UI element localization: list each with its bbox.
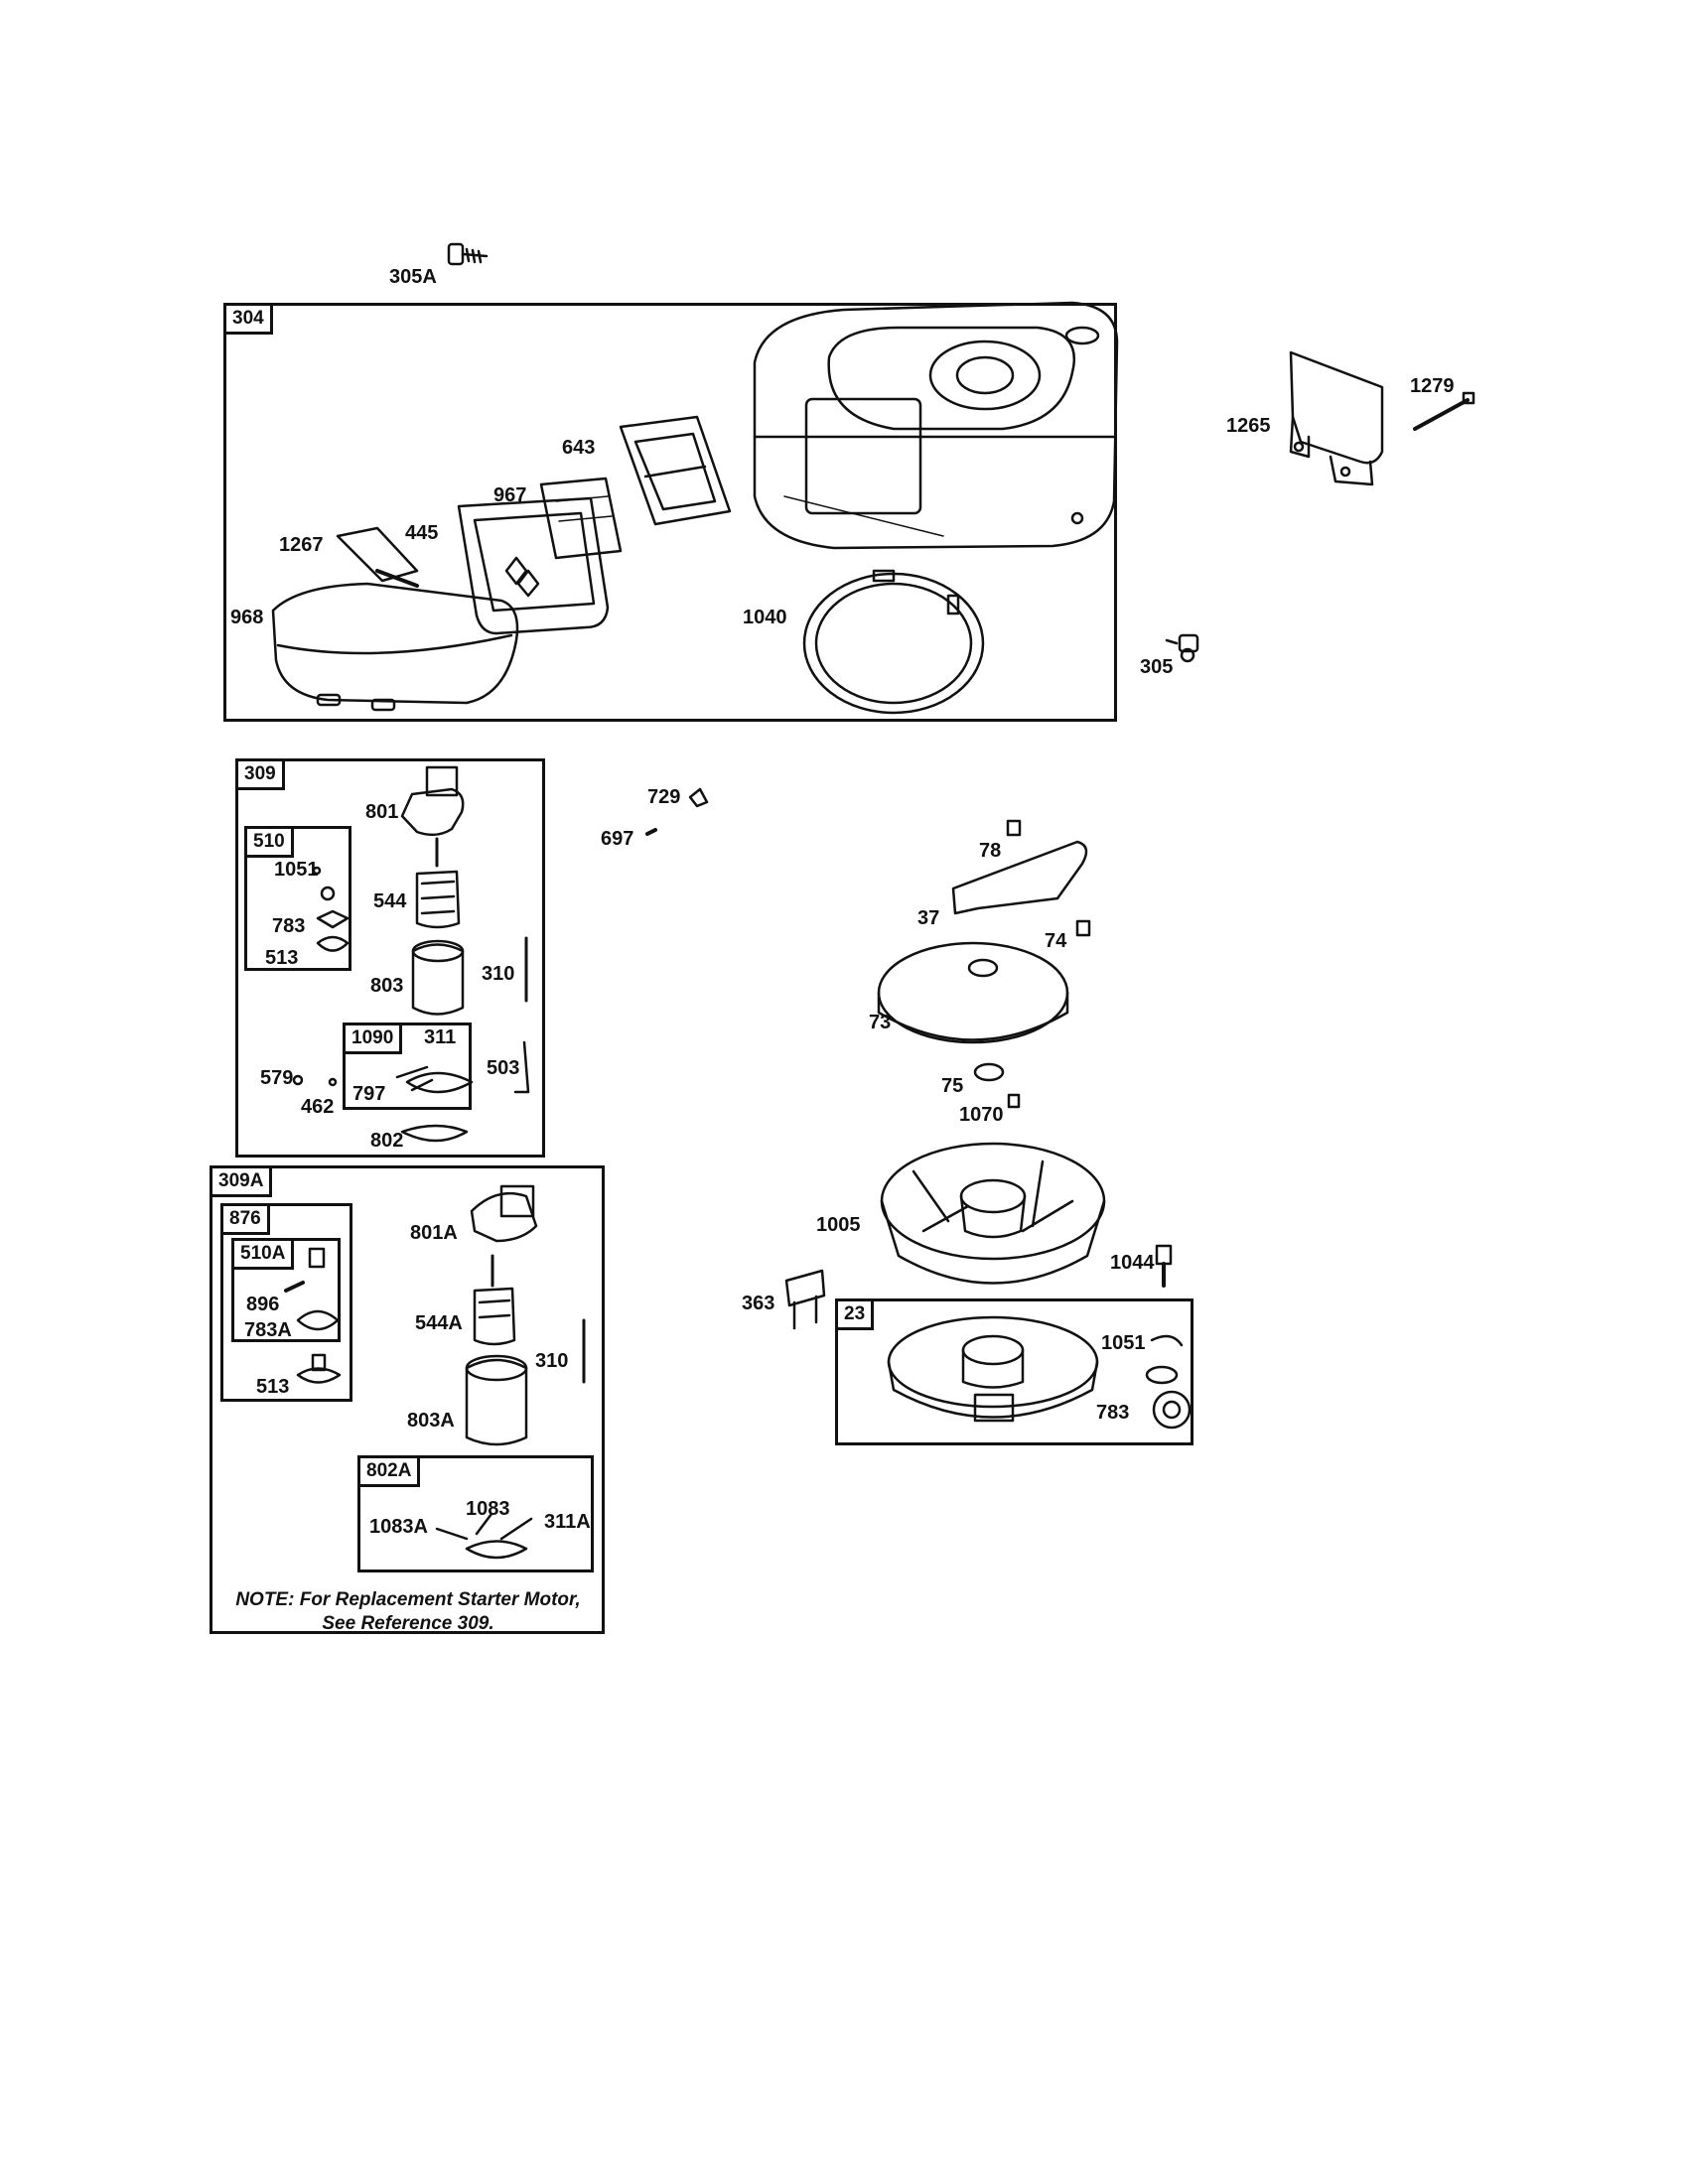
screw-305-part: [1165, 633, 1199, 663]
group-876-tag: 876: [220, 1203, 270, 1235]
part-label: 544A: [415, 1312, 463, 1334]
group-309A-tag: 309A: [210, 1165, 273, 1197]
group-1090-tag: 1090: [343, 1023, 403, 1054]
part-label: 513: [265, 947, 299, 969]
part-label: 1051: [274, 859, 319, 881]
flywheel-assembly-parts: [645, 787, 1192, 1430]
bracket-1265-part: [1289, 350, 1384, 486]
part-label: 1051: [1101, 1332, 1146, 1354]
cover-968-part: [271, 582, 519, 712]
part-label: 579: [260, 1067, 294, 1089]
part-label: 801: [365, 801, 399, 823]
part-label: 1267: [279, 534, 324, 556]
part-label: 801A: [410, 1222, 458, 1244]
part-label: 729: [647, 786, 681, 808]
part-label: 305A: [389, 266, 437, 288]
group-802A-box: [357, 1455, 594, 1572]
part-label: 1070: [959, 1104, 1004, 1126]
panel-445-part: [457, 496, 610, 635]
part-label: 503: [487, 1057, 520, 1079]
part-label: 697: [601, 828, 634, 850]
note-line-1: For Replacement Starter Motor,: [294, 1589, 581, 1610]
group-23-box: [835, 1298, 1193, 1445]
air-guide-643-part: [619, 415, 732, 526]
blower-housing-part: [753, 301, 1119, 550]
replacement-note: NOTE: For Replacement Starter Motor, See…: [224, 1588, 592, 1636]
part-label: 896: [246, 1294, 280, 1315]
screw-305A-part: [447, 242, 489, 266]
part-label: 37: [917, 907, 940, 929]
group-510A-tag: 510A: [231, 1238, 295, 1270]
group-304-box: [223, 303, 1117, 722]
part-label: 783: [1096, 1402, 1130, 1424]
group-304-tag: 304: [223, 303, 273, 335]
group-309-box: [235, 758, 545, 1158]
control-1267-part: [336, 526, 419, 588]
part-label: 78: [979, 840, 1002, 862]
part-label: 513: [256, 1376, 290, 1398]
part-label: 1040: [743, 607, 787, 628]
group-309A-box: [210, 1165, 605, 1634]
note-line-2: See Reference 309.: [322, 1613, 494, 1634]
part-label: 462: [301, 1096, 335, 1118]
group-23-tag: 23: [835, 1298, 875, 1330]
part-label: 445: [405, 522, 439, 544]
part-label: 1005: [816, 1214, 861, 1236]
part-label: 73: [869, 1012, 892, 1033]
group-309-tag: 309: [235, 758, 285, 790]
group-1090-box: [343, 1023, 472, 1110]
part-label: 1265: [1226, 415, 1271, 437]
part-label: 643: [562, 437, 596, 459]
part-label: 75: [941, 1075, 964, 1097]
part-label: 803: [370, 975, 404, 997]
bolt-1279-part: [1413, 391, 1475, 431]
part-label: 783: [272, 915, 306, 937]
part-label: 783A: [244, 1319, 292, 1341]
part-label: 1083: [466, 1498, 510, 1520]
part-label: 311A: [544, 1511, 591, 1533]
part-label: 74: [1045, 930, 1067, 952]
group-876-box: [220, 1203, 352, 1402]
starter-309A-parts: [284, 1184, 586, 1560]
ring-1040-part: [802, 569, 985, 715]
part-label: 802: [370, 1130, 404, 1152]
group-802A-tag: 802A: [357, 1455, 421, 1487]
part-label: 967: [493, 484, 527, 506]
part-label: 305: [1140, 656, 1174, 678]
part-label: 1279: [1410, 375, 1455, 397]
part-label: 797: [352, 1083, 386, 1105]
part-label: 363: [742, 1293, 775, 1314]
group-510-tag: 510: [244, 826, 294, 858]
part-label: 311: [424, 1026, 457, 1048]
part-label: 310: [535, 1350, 569, 1372]
part-label: 544: [373, 890, 407, 912]
group-510-box: [244, 826, 351, 971]
part-label: 1044: [1110, 1252, 1155, 1274]
part-label: 968: [230, 607, 264, 628]
starter-309-parts: [292, 765, 530, 1143]
part-label: 803A: [407, 1410, 455, 1432]
part-label: 1083A: [369, 1516, 428, 1538]
note-prefix: NOTE:: [235, 1589, 295, 1610]
part-label: 310: [482, 963, 515, 985]
